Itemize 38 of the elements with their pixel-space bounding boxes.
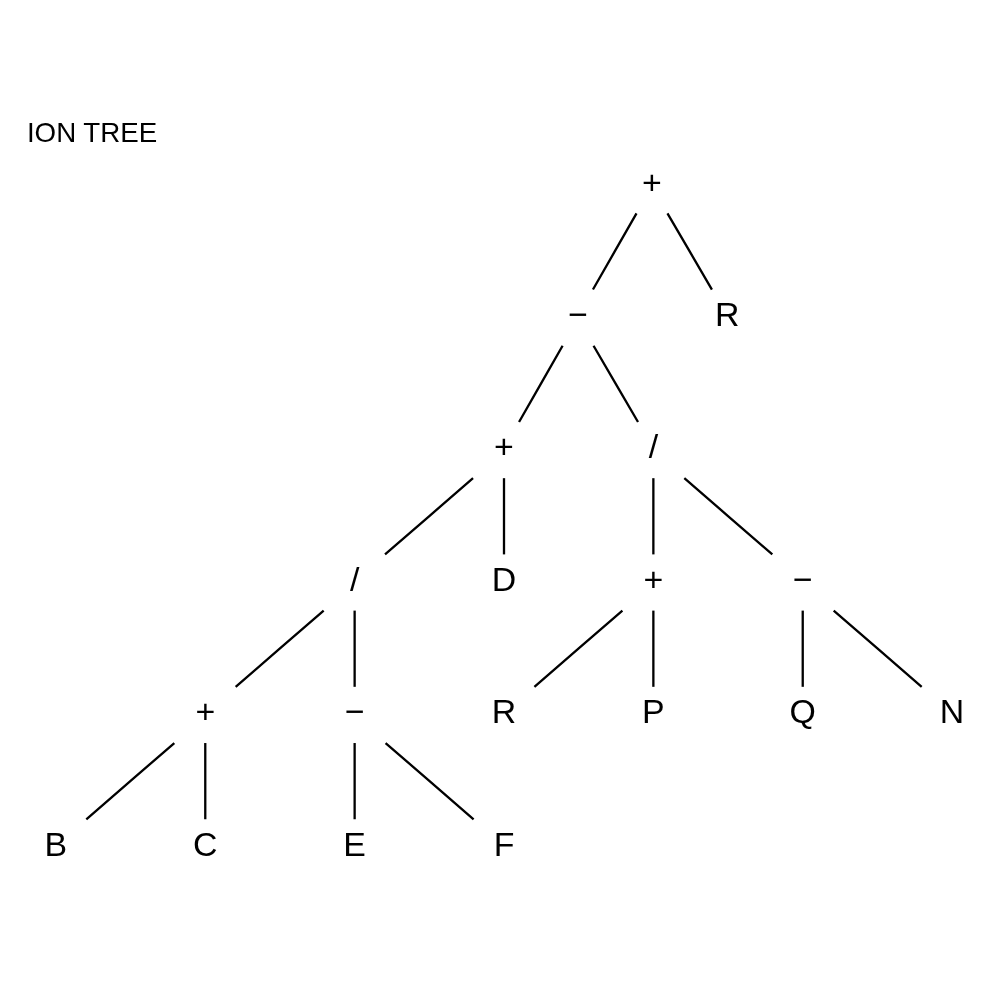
connector bbox=[801, 610, 804, 687]
connector bbox=[353, 610, 356, 687]
node-text: + bbox=[494, 427, 514, 466]
connector bbox=[592, 345, 639, 423]
connector bbox=[652, 610, 655, 687]
node-text: / bbox=[648, 427, 659, 466]
connector bbox=[353, 743, 356, 820]
node-text: C bbox=[193, 824, 218, 863]
connector bbox=[518, 345, 564, 423]
connector bbox=[591, 212, 638, 291]
connector bbox=[384, 742, 475, 821]
diagram-title: ION TREE bbox=[26, 117, 158, 149]
node-text: F bbox=[493, 824, 515, 863]
node-text: − bbox=[344, 692, 365, 731]
node-text: N bbox=[939, 692, 965, 731]
connector bbox=[234, 609, 325, 688]
node-text: + bbox=[641, 162, 662, 201]
connector bbox=[683, 477, 774, 556]
connector bbox=[832, 609, 923, 688]
node-text: − bbox=[568, 295, 588, 334]
node-text: R bbox=[491, 692, 517, 731]
connector bbox=[502, 478, 506, 555]
node-text: E bbox=[343, 824, 366, 863]
connector bbox=[533, 609, 624, 688]
connector bbox=[85, 742, 176, 821]
node-text: − bbox=[792, 559, 813, 598]
node-text: + bbox=[195, 692, 216, 731]
node-text: Q bbox=[789, 692, 816, 731]
connector bbox=[666, 212, 713, 291]
node-text: R bbox=[715, 295, 740, 334]
node-text: / bbox=[349, 559, 360, 598]
connector bbox=[384, 477, 474, 556]
node-text: P bbox=[642, 692, 665, 731]
connector bbox=[652, 478, 655, 555]
node-text: B bbox=[44, 824, 68, 863]
node-text: + bbox=[643, 559, 664, 598]
node-text: D bbox=[491, 559, 517, 598]
connector bbox=[204, 743, 207, 820]
